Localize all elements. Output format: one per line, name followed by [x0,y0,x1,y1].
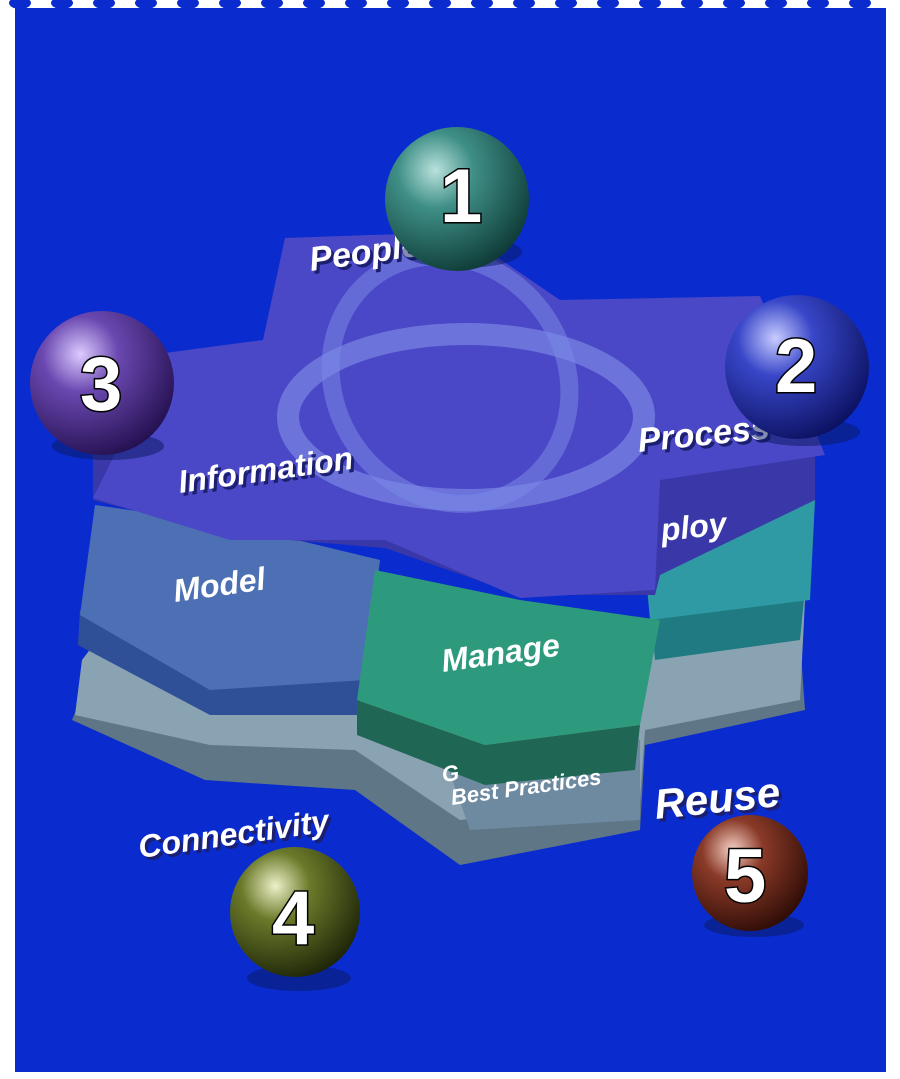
sphere-2: 2 [725,295,869,446]
model-layer [78,505,380,715]
top-dot-border [9,0,871,9]
sphere-4-number: 4 [272,876,314,961]
sphere-4: 4 [230,847,360,991]
sphere-3: 3 [30,311,174,460]
best-practices-label-line1: G [440,760,460,787]
sphere-5-number: 5 [724,834,766,919]
sphere-5: 5 [692,815,808,937]
sphere-2-number: 2 [775,324,817,409]
sphere-3-number: 3 [80,342,122,427]
sphere-1: 1 [385,127,529,271]
deploy-layer-label: ploy [658,505,730,548]
sphere-1-number: 1 [440,154,482,239]
manage-layer [357,570,660,785]
top-platform [93,232,825,598]
